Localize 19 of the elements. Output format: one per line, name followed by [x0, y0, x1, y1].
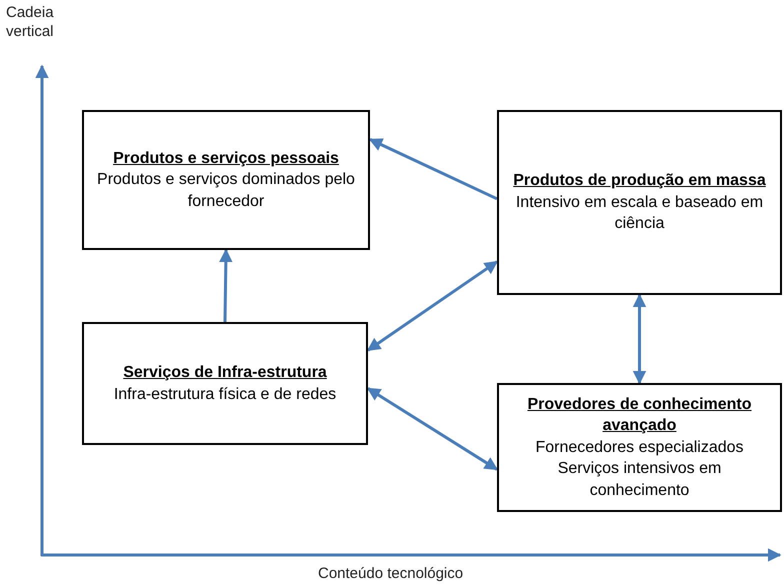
box-description: Produtos e serviços dominados pelo fornecedor [96, 170, 356, 212]
process-box [497, 110, 782, 295]
process-box [497, 383, 782, 512]
box-heading: Serviços de Infra-estrutura [123, 362, 327, 383]
box-description: Infra-estrutura física e de redes [114, 384, 336, 404]
axis-label: Conteúdo tecnológico [318, 564, 464, 584]
box-heading: Produtos de produção em massa [513, 171, 766, 192]
box-description: Intensivo em escala e baseado em ciência [514, 192, 764, 234]
box-heading: Produtos e serviços pessoais [113, 148, 339, 169]
process-box [82, 110, 370, 250]
arrow [366, 387, 498, 471]
axis-label: Cadeia vertical [6, 4, 55, 42]
box-heading: Provedores de conhecimento avançado [526, 394, 753, 436]
box-description: Fornecedores especializados Serviços intensivos em conhecimento [534, 438, 745, 501]
arrow [219, 248, 233, 322]
arrow [368, 138, 498, 200]
arrow [632, 294, 646, 384]
process-box [82, 322, 368, 445]
arrow [366, 260, 498, 352]
